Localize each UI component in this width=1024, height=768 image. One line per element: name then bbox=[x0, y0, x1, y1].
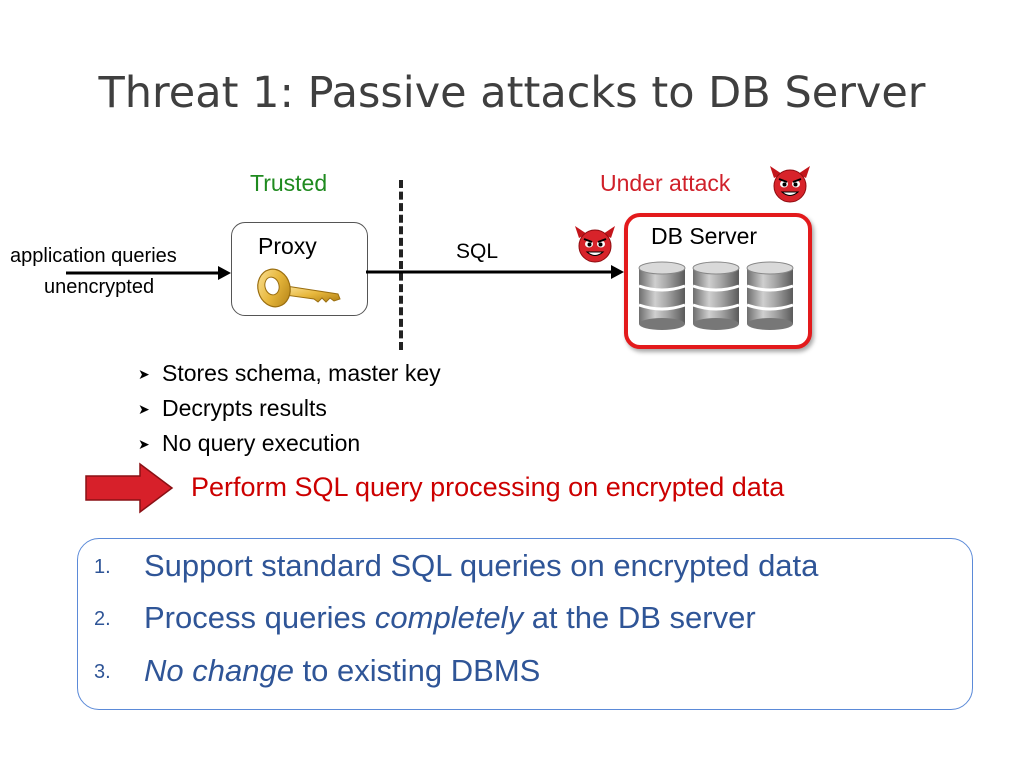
arrow-right-icon bbox=[66, 266, 231, 280]
app-queries-label: application queries bbox=[10, 245, 177, 267]
key-icon bbox=[257, 268, 341, 308]
sql-label: SQL bbox=[456, 240, 499, 263]
proxy-label: Proxy bbox=[258, 233, 317, 259]
bullet-arrow-icon: ➤ bbox=[138, 436, 150, 452]
goal-item-3: 3.No change to existing DBMS bbox=[94, 653, 541, 688]
devil-icon bbox=[575, 226, 615, 263]
list-item: ➤Stores schema, master key bbox=[138, 356, 441, 391]
list-item: ➤Decrypts results bbox=[138, 391, 441, 426]
trusted-label: Trusted bbox=[250, 170, 328, 196]
red-arrow-icon bbox=[85, 462, 174, 514]
bullet-arrow-icon: ➤ bbox=[138, 366, 150, 382]
bullet-arrow-icon: ➤ bbox=[138, 401, 150, 417]
goal-item-1: 1.Support standard SQL queries on encryp… bbox=[94, 548, 819, 583]
slide-title: Threat 1: Passive attacks to DB Server bbox=[98, 68, 926, 118]
trust-boundary-line bbox=[399, 180, 403, 350]
conclusion-text: Perform SQL query processing on encrypte… bbox=[191, 472, 785, 502]
proxy-box bbox=[231, 222, 368, 316]
list-item: ➤No query execution bbox=[138, 426, 441, 461]
app-unencrypted-label: unencrypted bbox=[44, 276, 155, 298]
db-server-label: DB Server bbox=[651, 223, 758, 249]
under-attack-label: Under attack bbox=[600, 170, 731, 196]
database-icon bbox=[638, 261, 794, 330]
devil-icon bbox=[770, 166, 810, 203]
arrow-right-icon bbox=[366, 265, 624, 279]
proxy-bullet-list: ➤Stores schema, master key ➤Decrypts res… bbox=[138, 356, 441, 461]
goal-item-2: 2.Process queries completely at the DB s… bbox=[94, 600, 756, 635]
goals-box bbox=[77, 538, 973, 710]
